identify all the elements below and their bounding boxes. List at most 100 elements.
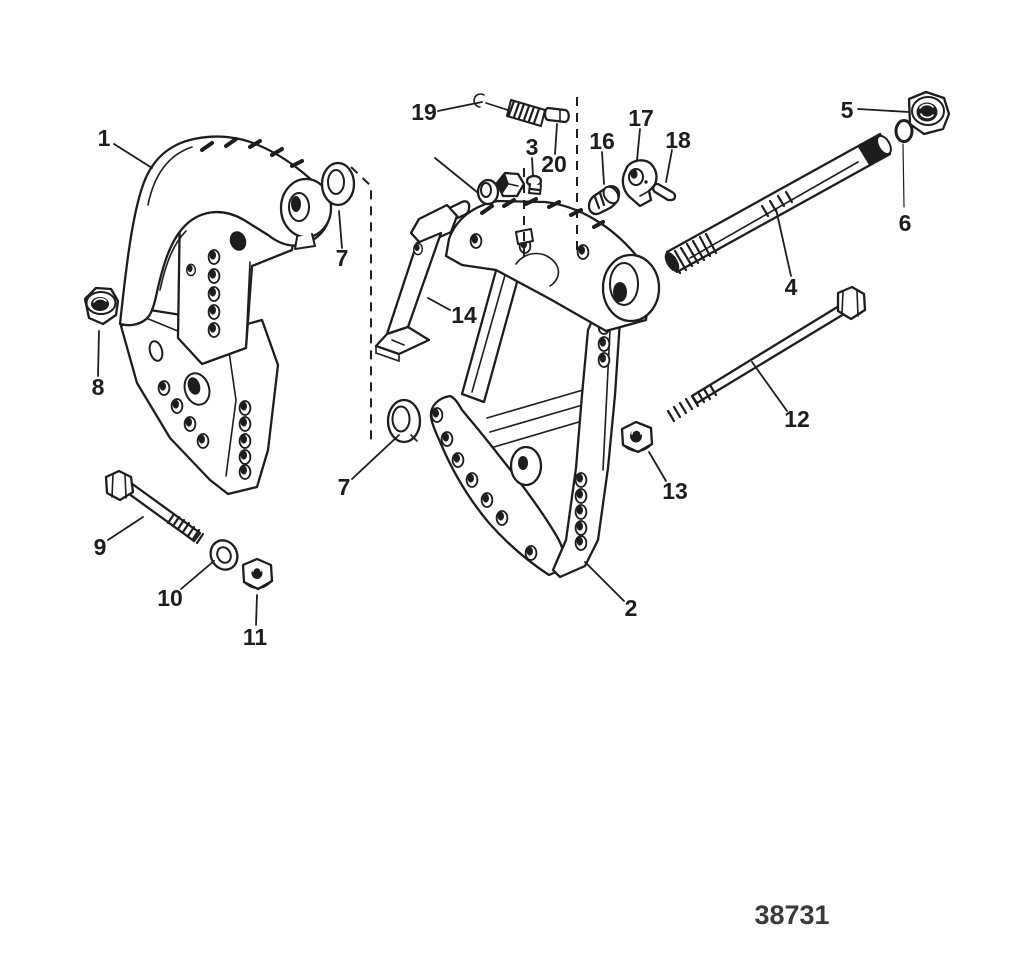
bolt12-thread-hatching: [666, 383, 718, 423]
bracket1-boss-notch: [294, 233, 316, 250]
bushing-hatch: [593, 195, 601, 210]
nut11-bore: [251, 567, 263, 579]
ring7a-inner: [327, 169, 345, 195]
nut13-thread-arc: [631, 429, 642, 435]
part-2-transom-bracket-drawing: [429, 197, 661, 579]
part-7-retainer-ring-lower: [386, 398, 422, 444]
bolt12-head-facet: [841, 290, 844, 315]
callout-label-3: 3: [526, 134, 539, 160]
grommet-drawing: [476, 178, 500, 206]
bracket1-underarm-shadow: [229, 231, 247, 251]
bracket1-pivot-end-shadow: [291, 196, 301, 212]
part-12-bolt-drawing: [666, 285, 867, 423]
hex-plug-drawing: [495, 171, 526, 198]
drawing-number: 38731: [754, 900, 829, 930]
bolt12-head-facet: [856, 289, 859, 317]
bracket2-right-column: [551, 310, 622, 579]
spring-coil-hatching: [507, 99, 541, 125]
ring7b-inner: [391, 405, 411, 433]
lever-foot: [374, 325, 431, 356]
bracket2-transom-plate-lines: [486, 389, 590, 448]
callout-leader-13: [648, 451, 667, 482]
callout-label-6: 6: [899, 210, 912, 236]
callout-leader-1: [113, 143, 153, 169]
bracket2-arm-hatching: [480, 197, 605, 229]
bolt12-shaft: [690, 304, 846, 405]
latch-hole-shadow: [630, 169, 638, 179]
bracket2-lower-flange: [429, 394, 565, 577]
assembly-guide-lines: [350, 97, 578, 443]
callout-leader-8: [97, 330, 100, 377]
part-10-washer-drawing: [209, 539, 239, 571]
callout-leader-2: [584, 561, 625, 602]
latch-dot: [644, 180, 648, 184]
latch-facet: [639, 190, 650, 197]
bracket1-arm-hatching: [200, 137, 304, 168]
callout-label-8: 8: [92, 374, 105, 400]
callout-leader-6: [902, 143, 905, 208]
part-6-oring-drawing: [894, 119, 914, 143]
bracket2-pivot-end-shadow: [613, 282, 627, 302]
part-1-transom-bracket-drawing: [118, 135, 333, 496]
callout-label-13: 13: [662, 478, 688, 504]
callout-leader-12: [751, 361, 788, 412]
callout-label-7: 7: [338, 474, 351, 500]
lever-foot-line: [391, 339, 405, 346]
callout-label-9: 9: [94, 534, 107, 560]
part-4-tilt-tube-drawing: [664, 132, 892, 275]
nut5-thread-arc: [920, 113, 934, 119]
unlabeled-leader-line: [434, 157, 478, 193]
tube-open-end: [664, 252, 680, 272]
callout-label-10: 10: [157, 585, 183, 611]
callout-label-17: 17: [628, 105, 654, 131]
nut13-flange: [622, 443, 653, 453]
callout-leader-7: [351, 434, 400, 480]
bracket2-strut-edge: [471, 267, 508, 393]
callout-label-11: 11: [243, 624, 268, 650]
lever-foot-lip: [375, 345, 400, 363]
bolt9-hex-head: [104, 469, 135, 502]
bracket1-arm-inner-line: [147, 146, 193, 206]
part-14-tilt-lever-drawing: [374, 200, 471, 363]
nut8-thread-arc: [93, 297, 107, 303]
callout-label-1: 1: [98, 125, 111, 151]
callout-label-4: 4: [785, 274, 798, 300]
callout-leader-3: [531, 157, 534, 177]
pin18-body: [652, 182, 677, 202]
callout-leader-16: [601, 151, 605, 185]
bracket2-pivot-hole: [518, 456, 528, 470]
ring7b-gap: [410, 434, 418, 442]
bracket1-lower-holes: [148, 340, 252, 480]
callout-label-7: 7: [336, 245, 349, 271]
nut11-thread-arc: [252, 566, 262, 572]
bushing-face: [602, 185, 620, 205]
callout-leader-14: [427, 297, 451, 311]
screw3-thread: [529, 187, 541, 192]
callout-label-16: 16: [589, 128, 615, 154]
callout-leader-17: [636, 128, 641, 161]
part-17-latch-drawing: [621, 159, 658, 208]
plug-facet-line: [508, 183, 519, 187]
callout-label-20: 20: [541, 151, 567, 177]
nut13-bore: [630, 429, 642, 443]
callout-label-18: 18: [665, 127, 691, 153]
part-9-bolt-drawing: [104, 469, 205, 545]
callout-leader-7: [338, 210, 343, 249]
tube-mid-thread-hatching: [760, 190, 794, 218]
callout-leader-4: [775, 208, 792, 277]
part-5-locknut-drawing: [907, 90, 951, 136]
tube-highlight: [689, 161, 859, 259]
bolt9-shaft: [123, 481, 202, 543]
part-11-flange-nut-drawing: [241, 557, 274, 591]
callout-leader-11: [255, 594, 258, 626]
part-13-flange-nut-drawing: [620, 420, 654, 454]
bolt9-thread-hatching: [166, 512, 205, 545]
plug-dark-facet: [497, 173, 509, 193]
washer-inner: [216, 546, 232, 564]
part-20-detent-pin-drawing: [543, 106, 570, 124]
pin20-body: [543, 106, 570, 124]
spring-wire: [485, 102, 512, 112]
lever-head: [409, 203, 459, 247]
